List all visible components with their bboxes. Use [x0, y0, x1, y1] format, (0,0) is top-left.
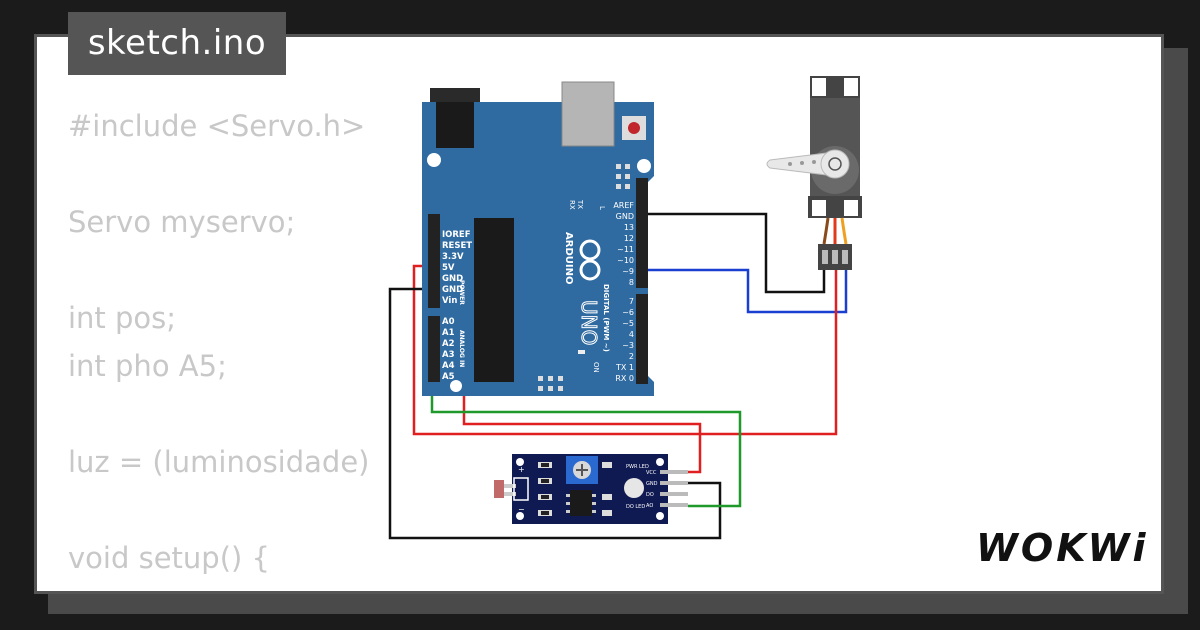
right-pin-labels: AREF GND 13 12 ~11 ~10 ~9 8 7 ~6 ~5 4 ~3…	[613, 201, 634, 383]
wire-green-ldr-ao[interactable]	[430, 374, 742, 508]
pin-label: 12	[624, 234, 634, 243]
left-pin-labels: IOREF RESET 3.3V 5V GND GND Vin A0 A1 A2…	[442, 230, 472, 382]
pin-label: 3.3V	[442, 252, 464, 262]
pin-label: ~3	[622, 341, 634, 350]
code-line: luz = (luminosidade)	[68, 445, 370, 479]
code-line: #include <Servo.h>	[68, 109, 366, 143]
rx-label: RX	[568, 200, 576, 210]
code-preview: #include <Servo.h> Servo myservo; int po…	[68, 102, 369, 582]
arduino-logo-icon	[579, 239, 601, 281]
pin-label: 7	[629, 297, 634, 306]
on-label: ON	[592, 362, 600, 373]
do-led-label: DO LED	[626, 504, 645, 510]
code-line: int pos;	[68, 301, 177, 335]
pin-label: ~10	[617, 256, 634, 265]
module-led	[624, 478, 644, 498]
file-tab[interactable]: sketch.ino	[68, 12, 286, 75]
pin-label: RESET	[442, 241, 472, 251]
ldr-plus: +	[518, 465, 525, 474]
mount-hole	[427, 153, 441, 167]
pin-label: RX 0	[615, 374, 634, 383]
pin-label: 4	[629, 330, 634, 339]
pin-label: TX 1	[615, 363, 634, 372]
header-power	[428, 214, 440, 308]
tx-label: TX	[576, 199, 584, 209]
pin-label: AO	[646, 503, 653, 509]
usb-port	[561, 81, 615, 147]
pin-label: 5V	[442, 263, 455, 273]
header-analog	[428, 316, 440, 382]
pin-label: GND	[616, 212, 634, 221]
pin-label: GND	[646, 481, 658, 487]
pin-label: GND	[442, 285, 463, 295]
code-line: Servo myservo;	[68, 205, 296, 239]
pin-label: A4	[442, 361, 455, 371]
pin-label: DO	[646, 492, 654, 498]
wire-black-ldr-gnd[interactable]	[388, 287, 722, 540]
atmega-chip	[474, 218, 514, 382]
pin-label: 2	[629, 352, 634, 361]
pwr-led-label: PWR LED	[626, 464, 649, 470]
pin-label: VCC	[646, 470, 657, 476]
pin-label: A5	[442, 372, 455, 382]
code-line: void setup() {	[68, 541, 270, 575]
pin-label: ~11	[617, 245, 634, 254]
pin-label: 8	[629, 278, 634, 287]
pin-label: ~5	[622, 319, 634, 328]
code-line: int pho A5;	[68, 349, 227, 383]
wire-red-5v[interactable]	[412, 264, 838, 436]
pin-label: A1	[442, 328, 455, 338]
arduino-brand: ARDUINO	[563, 232, 574, 284]
pin-label: ~6	[622, 308, 634, 317]
mount-hole	[637, 159, 651, 173]
servo-motor[interactable]	[766, 76, 862, 270]
ldr-module[interactable]: + − PWR LED DO LED VCC GND DO AO	[494, 454, 688, 524]
header-digital-top	[636, 178, 648, 288]
arduino-model: UNO	[577, 300, 601, 345]
power-label: POWER	[458, 280, 465, 305]
l-label: L	[598, 206, 606, 210]
servo-horn-icon	[828, 157, 842, 171]
pin-label: IOREF	[442, 230, 471, 240]
pin-label: ~9	[622, 267, 634, 276]
header-digital-bottom	[636, 294, 648, 384]
ldr-minus: −	[518, 505, 525, 514]
wire-blue-servo-signal[interactable]	[640, 268, 848, 314]
ldr-pin-labels: VCC GND DO AO	[646, 470, 658, 509]
pin-label: AREF	[613, 201, 634, 210]
mount-hole	[450, 380, 462, 392]
pin-label: A0	[442, 317, 455, 327]
photoresistor	[494, 480, 504, 498]
arduino-uno[interactable]: ARDUINO UNO DIGITAL (PWM ~) POWER ANALOG…	[422, 81, 654, 396]
ldr-header-pins	[660, 470, 688, 507]
pin-label: A2	[442, 339, 455, 349]
pin-label: 13	[624, 223, 634, 232]
pin-label: GND	[442, 274, 463, 284]
digital-label: DIGITAL (PWM ~)	[602, 284, 610, 352]
pin-label: A3	[442, 350, 455, 360]
wokwi-logo: WOKWi	[976, 526, 1149, 570]
wire-black-servo-gnd[interactable]	[640, 212, 826, 294]
analog-label: ANALOG IN	[458, 330, 465, 367]
pin-label: Vin	[442, 296, 457, 306]
